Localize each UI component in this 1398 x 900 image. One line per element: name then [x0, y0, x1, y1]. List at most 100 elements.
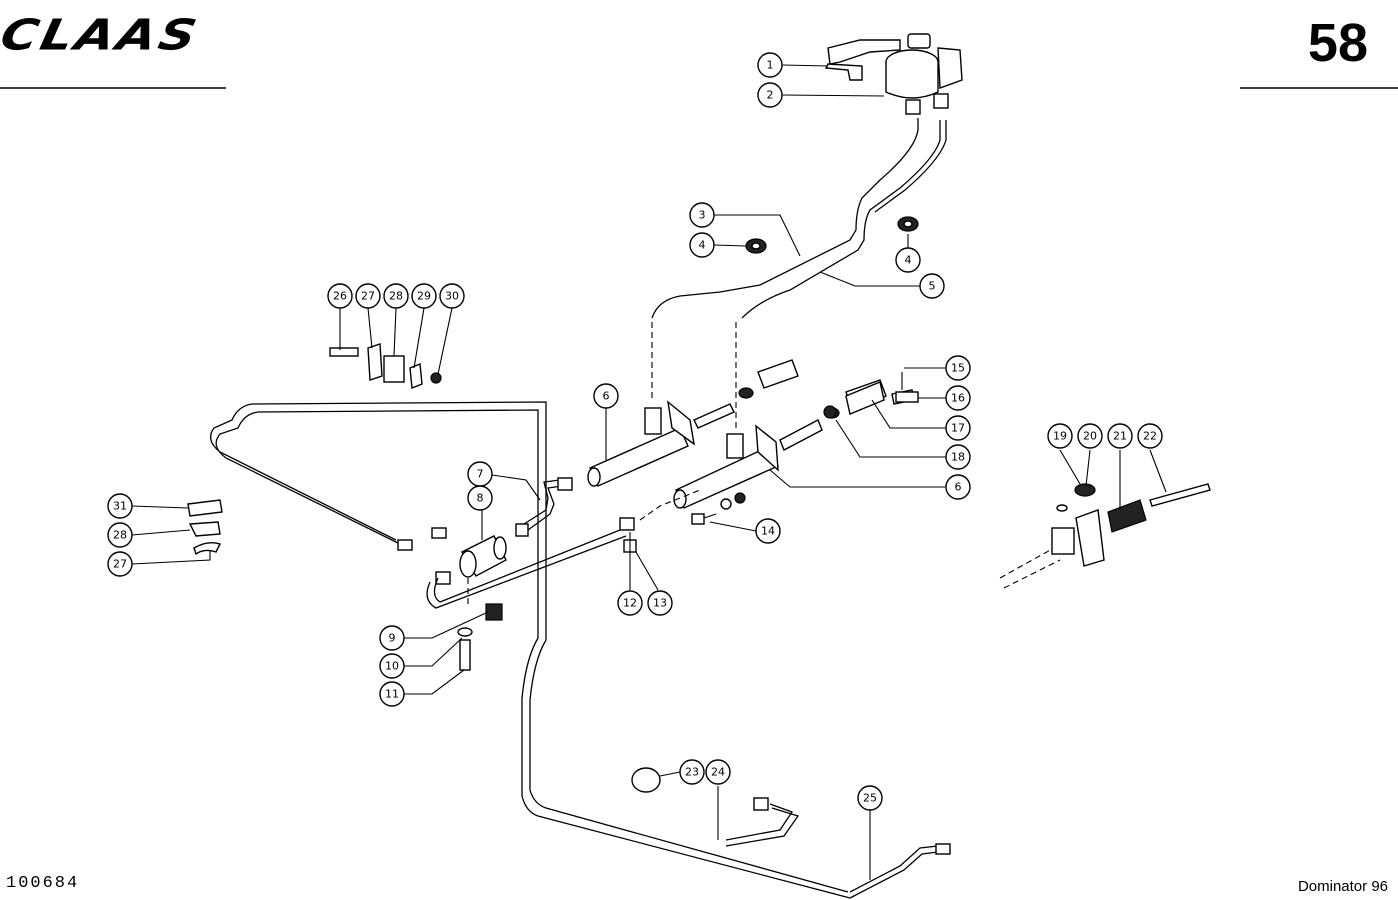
callout-11: 11 — [379, 681, 405, 707]
callout-circle — [895, 247, 921, 273]
callout-circle — [679, 759, 705, 785]
callout-number: 28 — [389, 290, 403, 303]
callout-number: 4 — [905, 254, 912, 267]
bolt-11 — [459, 639, 471, 671]
pipe-25-fitting — [935, 843, 951, 855]
callout-27: 27 — [355, 283, 381, 309]
callout-3: 3 — [689, 202, 715, 228]
callout-6: 6 — [945, 474, 971, 500]
callout-circle — [757, 52, 783, 78]
callout-number: 30 — [445, 290, 459, 303]
callout-number: 19 — [1053, 430, 1067, 443]
callout-number: 18 — [951, 451, 965, 464]
callout-27: 27 — [107, 551, 133, 577]
callout-23: 23 — [679, 759, 705, 785]
callout-20: 20 — [1077, 423, 1103, 449]
callout-number: 25 — [863, 792, 877, 805]
callout-2: 2 — [757, 82, 783, 108]
callout-number: 2 — [767, 89, 774, 102]
callout-25: 25 — [857, 785, 883, 811]
callout-circle — [411, 283, 437, 309]
callout-circle — [689, 202, 715, 228]
callout-4: 4 — [895, 247, 921, 273]
callout-circle — [379, 681, 405, 707]
callout-number: 12 — [623, 597, 637, 610]
callout-number: 29 — [417, 290, 431, 303]
callout-29: 29 — [411, 283, 437, 309]
callout-31: 31 — [107, 493, 133, 519]
callout-circle — [945, 355, 971, 381]
callout-circle — [945, 444, 971, 470]
clip-27 — [193, 541, 221, 556]
brake-fluid-reservoir — [824, 33, 963, 115]
callout-number: 26 — [333, 290, 347, 303]
hose-clamp-23 — [631, 767, 661, 793]
callout-10: 10 — [379, 653, 405, 679]
callout-circle — [107, 551, 133, 577]
callout-number: 24 — [711, 766, 725, 779]
pipe-3 — [651, 118, 919, 319]
callout-number: 23 — [685, 766, 699, 779]
callout-number: 22 — [1143, 430, 1157, 443]
callout-number: 3 — [699, 209, 706, 222]
callout-number: 14 — [761, 525, 775, 538]
callout-number: 17 — [951, 422, 965, 435]
callout-circle — [705, 759, 731, 785]
callout-number: 28 — [113, 529, 127, 542]
clamp-set-26-30 — [329, 343, 442, 389]
callout-circle — [1077, 423, 1103, 449]
slave-cylinder — [397, 527, 507, 585]
fitting-assembly-right — [999, 483, 1211, 589]
callout-circle — [857, 785, 883, 811]
callout-number: 10 — [385, 660, 399, 673]
callout-circle — [689, 232, 715, 258]
callout-8: 8 — [467, 485, 493, 511]
callout-circle — [945, 385, 971, 411]
fork-17 — [845, 381, 885, 415]
callout-circle — [467, 485, 493, 511]
callout-28: 28 — [107, 522, 133, 548]
callout-15: 15 — [945, 355, 971, 381]
callout-number: 16 — [951, 392, 965, 405]
bushing-9 — [485, 603, 503, 621]
callout-circle — [1107, 423, 1133, 449]
callout-circle — [945, 474, 971, 500]
callout-number: 8 — [477, 492, 484, 505]
callout-circle — [439, 283, 465, 309]
callout-number: 5 — [929, 280, 936, 293]
callout-18: 18 — [945, 444, 971, 470]
callout-21: 21 — [1107, 423, 1133, 449]
callout-number: 9 — [389, 632, 396, 645]
leader-lines — [131, 64, 1167, 880]
plate-31 — [187, 499, 223, 517]
callout-circle — [355, 283, 381, 309]
callout-number: 31 — [113, 500, 127, 513]
callout-30: 30 — [439, 283, 465, 309]
callout-4: 4 — [689, 232, 715, 258]
clamp-28 — [188, 521, 221, 537]
callout-19: 19 — [1047, 423, 1073, 449]
callout-16: 16 — [945, 385, 971, 411]
callout-circle — [379, 625, 405, 651]
page-number: 58 — [1307, 13, 1368, 73]
callout-number: 21 — [1113, 430, 1127, 443]
callout-circle — [379, 653, 405, 679]
callout-circle — [617, 590, 643, 616]
callout-17: 17 — [945, 415, 971, 441]
callout-5: 5 — [919, 273, 945, 299]
callout-number: 4 — [699, 239, 706, 252]
callout-number: 15 — [951, 362, 965, 375]
callout-12: 12 — [617, 590, 643, 616]
callout-circle — [327, 283, 353, 309]
callout-6: 6 — [593, 383, 619, 409]
model-name: Dominator 96 — [1297, 878, 1388, 895]
washer-10 — [457, 627, 473, 637]
callout-circle — [755, 518, 781, 544]
master-cylinder-upper — [587, 359, 799, 487]
callout-circle — [107, 493, 133, 519]
callout-number: 1 — [767, 59, 774, 72]
callout-28: 28 — [383, 283, 409, 309]
callout-26: 26 — [327, 283, 353, 309]
